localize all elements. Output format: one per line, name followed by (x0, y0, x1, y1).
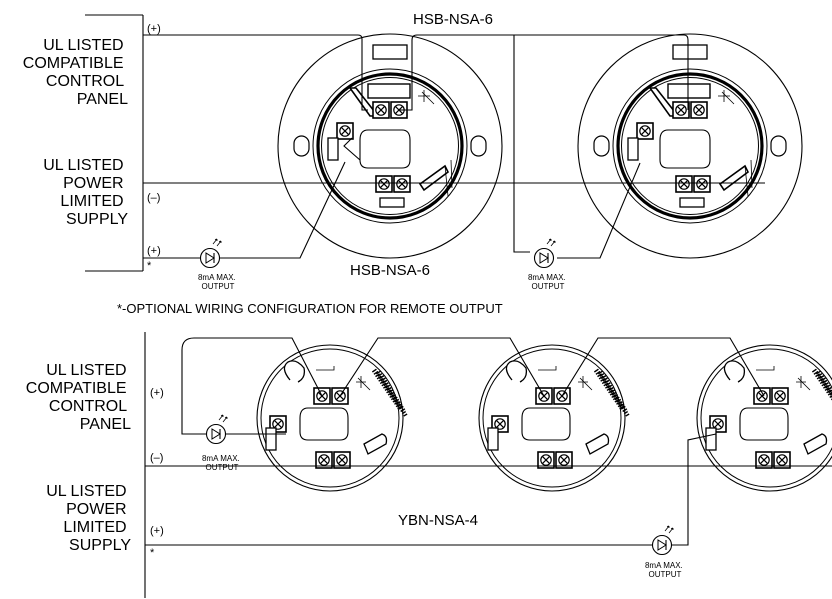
led-icon-1 (199, 238, 222, 269)
led-icon-3 (205, 414, 228, 445)
optional-wiring-note: *-OPTIONAL WIRING CONFIGURATION FOR REMO… (117, 301, 503, 316)
top-section: HSB-NSA-6 HSB-NSA-6 UL LISTED COMPATIBLE… (23, 11, 802, 291)
supply-label-bottom: UL LISTED POWER LIMITED SUPPLY (46, 483, 131, 554)
detector-base-bottom-3 (697, 345, 832, 491)
sign-plus-2: (+) (147, 245, 161, 257)
sign-minus: (–) (147, 192, 160, 204)
model-label-top: HSB-NSA-6 (413, 11, 493, 28)
bottom-section: YBN-NSA-4 UL LISTED COMPATIBLE CONTROL P… (26, 332, 832, 598)
led-icon-2 (533, 238, 556, 269)
led-output-label-2: 8mA MAX. OUTPUT (528, 273, 568, 291)
sign-plus-2-bottom: (+) (150, 525, 164, 537)
led-output-label-4: 8mA MAX. OUTPUT (645, 561, 685, 579)
led-icon-4 (651, 525, 674, 556)
positive-wire-bottom (181, 337, 323, 397)
asterisk-bottom: * (150, 547, 155, 559)
positive-wire (143, 34, 368, 111)
detector-base-bottom-1 (257, 345, 406, 491)
asterisk: * (147, 260, 152, 272)
sign-plus-1-bottom: (+) (150, 387, 164, 399)
model-label-ybn: YBN-NSA-4 (398, 512, 478, 529)
sign-minus-bottom: (–) (150, 452, 163, 464)
panel-label-bottom: UL LISTED COMPATIBLE CONTROL PANEL (26, 362, 131, 433)
detector-base-bottom-2 (479, 345, 628, 491)
led-output-label-3: 8mA MAX. OUTPUT (202, 454, 242, 472)
panel-label: UL LISTED COMPATIBLE CONTROL PANEL (23, 37, 128, 108)
detector-base-right (578, 34, 802, 258)
supply-label: UL LISTED POWER LIMITED SUPPLY (43, 157, 128, 228)
led-output-label-1: 8mA MAX. OUTPUT (198, 273, 238, 291)
sign-plus-1: (+) (147, 23, 161, 35)
detector-base-left (278, 34, 502, 258)
model-label-bottom: HSB-NSA-6 (350, 262, 430, 279)
